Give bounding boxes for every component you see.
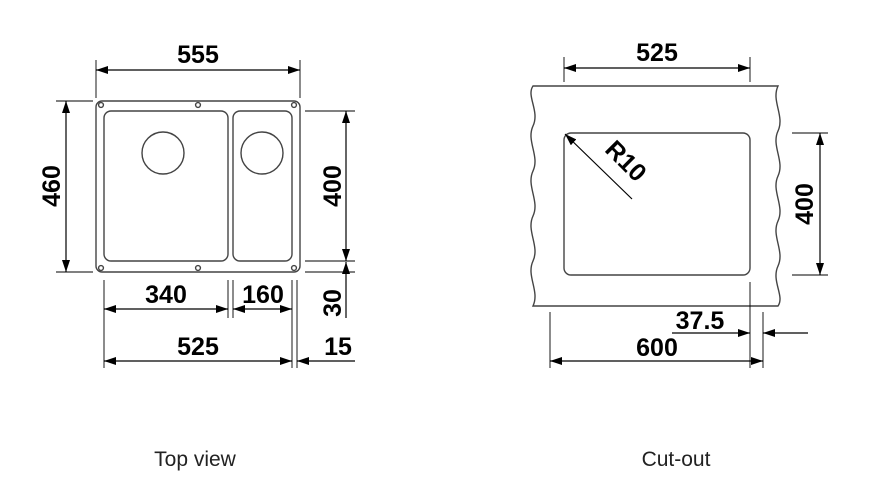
dim-small-bowl-width: 160 [242, 281, 284, 309]
dim-radius: R10 [600, 135, 652, 187]
dim-side-offset: 30 [319, 289, 347, 317]
dim-overall-depth: 460 [38, 165, 66, 207]
cut-out-view: R10 525 400 37.5 600 Cut-out [530, 39, 828, 471]
main-drain [141, 131, 185, 175]
small-bowl [232, 110, 293, 262]
small-drain [240, 131, 284, 175]
cut-out-opening [563, 132, 751, 276]
countertop-panel [530, 85, 781, 307]
dim-cabinet-width: 600 [636, 334, 678, 362]
main-bowl [103, 110, 229, 262]
dim-rim-offset: 15 [324, 333, 352, 361]
cut-out-caption: Cut-out [642, 448, 711, 471]
top-view: 555 460 400 30 340 160 525 15 Top [38, 41, 355, 471]
dim-overall-width: 555 [177, 41, 219, 69]
dim-bowl-depth: 400 [319, 165, 347, 207]
sink-outline [95, 100, 301, 273]
dim-inner-width: 525 [177, 333, 219, 361]
dim-offset: 37.5 [676, 307, 725, 335]
dim-main-bowl-width: 340 [145, 281, 187, 309]
mounting-holes [97, 101, 298, 272]
dim-cut-width: 525 [636, 39, 678, 67]
top-view-caption: Top view [154, 448, 237, 471]
dim-cut-depth: 400 [791, 183, 819, 225]
